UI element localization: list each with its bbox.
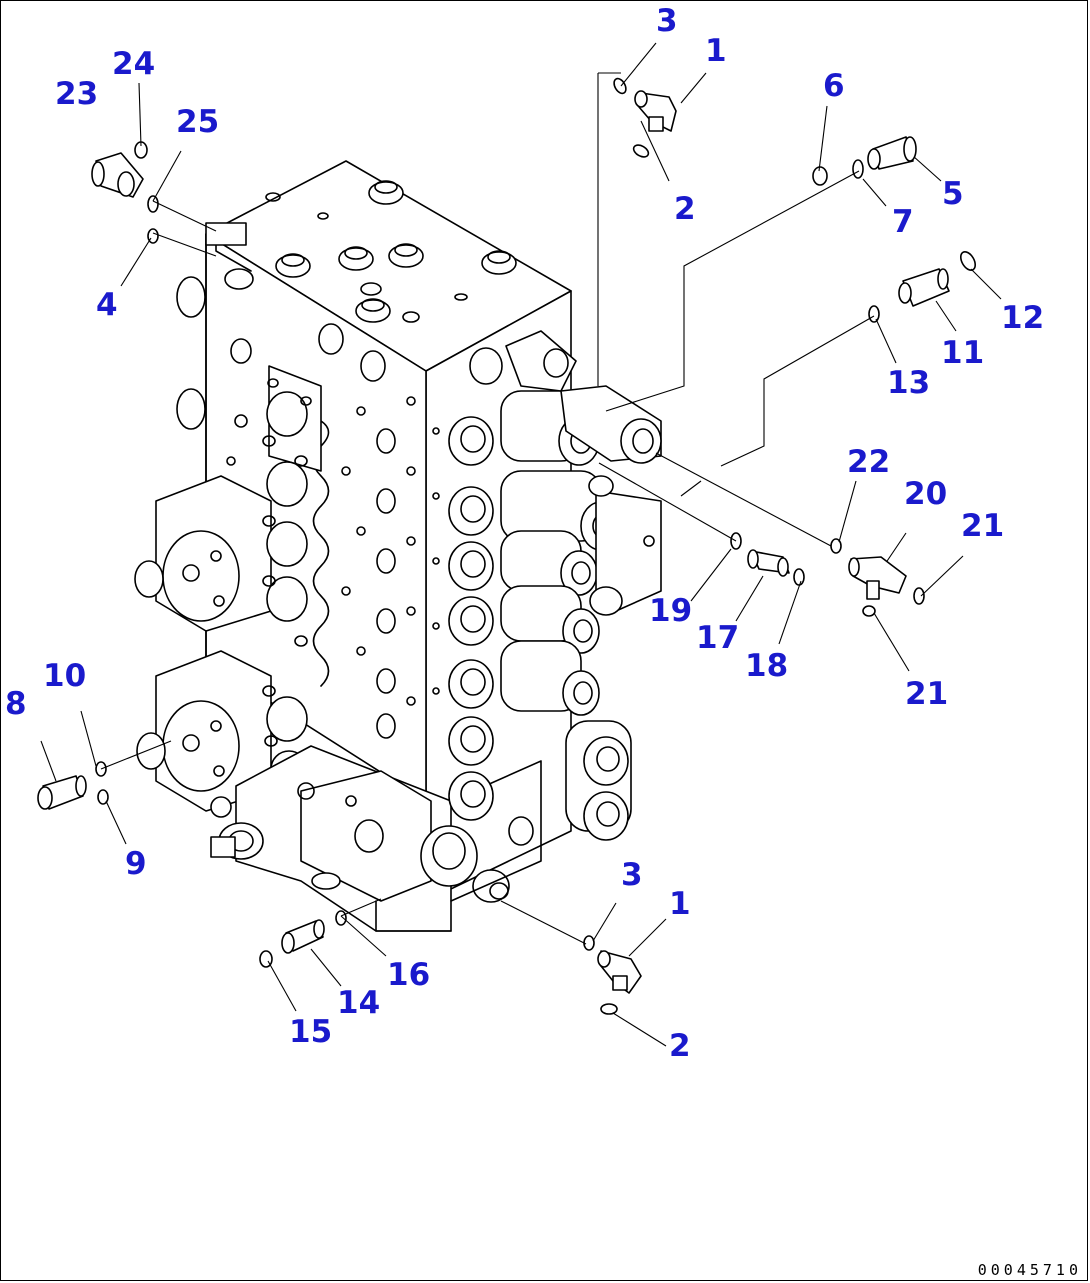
callout-25: 25 [176, 104, 219, 140]
callout-11: 11 [941, 335, 984, 371]
callout-2-lower: 2 [669, 1028, 691, 1064]
callout-10: 10 [43, 658, 86, 694]
callout-3: 3 [656, 3, 678, 39]
callout-12: 12 [1001, 300, 1044, 336]
callout-5: 5 [942, 176, 964, 212]
callout-1-lower: 1 [669, 886, 691, 922]
callout-21-upper: 21 [961, 508, 1004, 544]
callout-20: 20 [904, 476, 947, 512]
callout-2: 2 [674, 191, 696, 227]
callout-8: 8 [5, 686, 27, 722]
callout-4: 4 [96, 287, 118, 323]
callout-23: 23 [55, 76, 98, 112]
callout-21-lower: 21 [905, 676, 948, 712]
assembly-lines [40, 42, 1002, 1047]
callout-17: 17 [696, 620, 739, 656]
callout-labels: 3 1 2 6 5 7 24 23 25 4 12 11 13 22 20 21… [5, 3, 1044, 1064]
callout-1: 1 [705, 33, 727, 69]
callout-7: 7 [892, 204, 914, 240]
callout-14: 14 [337, 985, 380, 1021]
callout-16: 16 [387, 957, 430, 993]
callout-19: 19 [649, 593, 692, 629]
exploded-parts [37, 77, 977, 1015]
callout-3-lower: 3 [621, 857, 643, 893]
callout-18: 18 [745, 648, 788, 684]
callout-6: 6 [823, 68, 845, 104]
callout-22: 22 [847, 444, 890, 480]
control-valve-body [134, 160, 662, 932]
drawing-number: 00045710 [977, 1261, 1082, 1279]
callout-24: 24 [112, 46, 155, 82]
callout-15: 15 [289, 1014, 332, 1050]
callout-9: 9 [125, 846, 147, 882]
callout-13: 13 [887, 365, 930, 401]
